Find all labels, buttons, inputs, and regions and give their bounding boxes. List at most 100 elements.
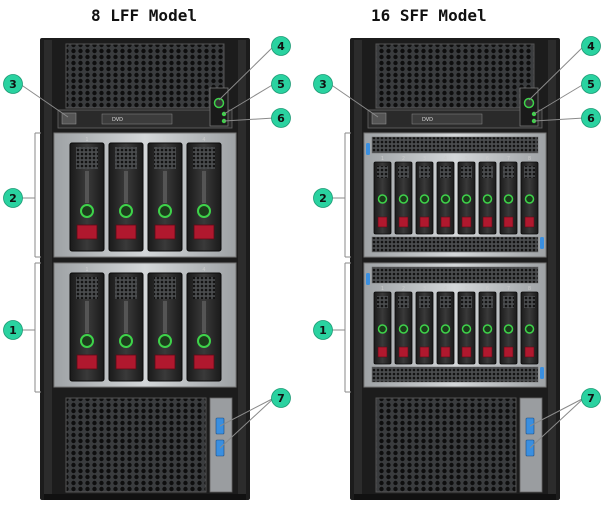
lff-drive-release (115, 354, 137, 370)
sff-drive-status-led (524, 194, 535, 204)
sff-cage-bottom-grille (371, 366, 539, 383)
sff-cage-tab (540, 367, 544, 379)
sff-callout-3 (313, 74, 333, 94)
lff-leader-4 (218, 45, 275, 101)
sff-bay-number: 6 (486, 286, 489, 292)
sff-drive-release (377, 346, 388, 358)
sff-bay-number: 2 (402, 156, 405, 162)
lff-carrier-latch (202, 301, 206, 333)
lff-callout-1-number: 1 (9, 324, 17, 337)
sff-bay-number: 8 (528, 156, 531, 162)
sff-leader-3 (329, 83, 379, 118)
sff-carrier-vent (440, 296, 451, 308)
sff-carrier-vent (503, 296, 514, 308)
sff-cage-top-grille (371, 136, 539, 154)
lff-carrier-vent (115, 147, 137, 169)
lff-drive-release (154, 224, 176, 240)
lff-callout-2-number: 2 (9, 192, 17, 205)
lff-bay-number: 4 (202, 267, 205, 273)
sff-drive-release (461, 216, 472, 228)
lff-leader-3 (19, 83, 69, 118)
lff-carrier-latch (85, 301, 89, 333)
lff-carrier-vent (193, 277, 215, 299)
sff-callout-5 (581, 74, 601, 94)
sff-leader-4 (528, 45, 585, 101)
sff-drive-status-led (419, 324, 430, 334)
sff-drive-release (419, 346, 430, 358)
sff-carrier-vent (377, 296, 388, 308)
sff-drive-status-led (482, 194, 493, 204)
sff-bay-number: 1 (381, 156, 384, 162)
sff-power-button (523, 97, 535, 109)
lff-leader-5 (223, 83, 275, 115)
sff-drive-status-led (461, 194, 472, 204)
sff-drive-release (503, 346, 514, 358)
lff-serial-pull-tab (61, 112, 77, 125)
lff-bay-number: 4 (202, 137, 205, 143)
callout-leaders (14, 45, 585, 449)
lff-model-title: 8 LFF Model (91, 6, 197, 25)
lff-callout-1 (3, 320, 23, 340)
sff-drive-release (482, 216, 493, 228)
sff-drive-status-led (419, 194, 430, 204)
sff-bay-number: 4 (444, 156, 447, 162)
lff-drive-release (193, 354, 215, 370)
sff-carrier-vent (377, 166, 388, 178)
lff-drive-status-led (158, 204, 172, 218)
sff-drive-release (524, 346, 535, 358)
lff-drive-release (154, 354, 176, 370)
lff-drive-status-led (158, 334, 172, 348)
lff-carrier-latch (85, 171, 89, 203)
lff-top-vent (65, 43, 225, 109)
lff-carrier-vent (193, 147, 215, 169)
lff-bay-number: 2 (124, 267, 127, 273)
sff-serial-pull-tab (371, 112, 387, 125)
lff-left-rail (44, 40, 52, 498)
lff-callout-5 (271, 74, 291, 94)
sff-callout-3-number: 3 (319, 78, 327, 91)
lff-drive-release (115, 224, 137, 240)
sff-drive-status-led (377, 324, 388, 334)
lff-callout-6 (271, 108, 291, 128)
sff-drive-release (524, 216, 535, 228)
sff-carrier-vent (524, 296, 535, 308)
sff-carrier-vent (482, 166, 493, 178)
sff-bay-number: 6 (486, 156, 489, 162)
lff-carrier-latch (163, 301, 167, 333)
sff-bay-number: 5 (465, 156, 468, 162)
sff-bay-number: 8 (528, 286, 531, 292)
lff-bottom-vent (65, 397, 207, 493)
sff-callout-6 (581, 108, 601, 128)
sff-carrier-vent (398, 296, 409, 308)
sff-leader-7a (529, 397, 585, 427)
sff-drive-status-led (398, 194, 409, 204)
lff-callout-7 (271, 388, 291, 408)
sff-dvd-label: DVD (422, 117, 433, 123)
sff-drive-status-led (398, 324, 409, 334)
sff-drive-release (419, 216, 430, 228)
sff-callout-7 (581, 388, 601, 408)
lff-drive-release (193, 224, 215, 240)
lff-drive-release (76, 354, 98, 370)
sff-bottom-vent (375, 397, 517, 493)
lff-base (44, 494, 246, 500)
sff-callout-4-number: 4 (587, 40, 595, 53)
sff-carrier-vent (503, 166, 514, 178)
sff-bay-number: 1 (381, 286, 384, 292)
lff-callout-5-number: 5 (277, 78, 285, 91)
sff-carrier-vent (419, 166, 430, 178)
sff-leader-6 (533, 117, 585, 122)
sff-drive-status-led (461, 324, 472, 334)
sff-drive-status-led (503, 324, 514, 334)
sff-cage-tab (366, 273, 370, 285)
sff-bay-number: 2 (402, 286, 405, 292)
lff-callout-3 (3, 74, 23, 94)
